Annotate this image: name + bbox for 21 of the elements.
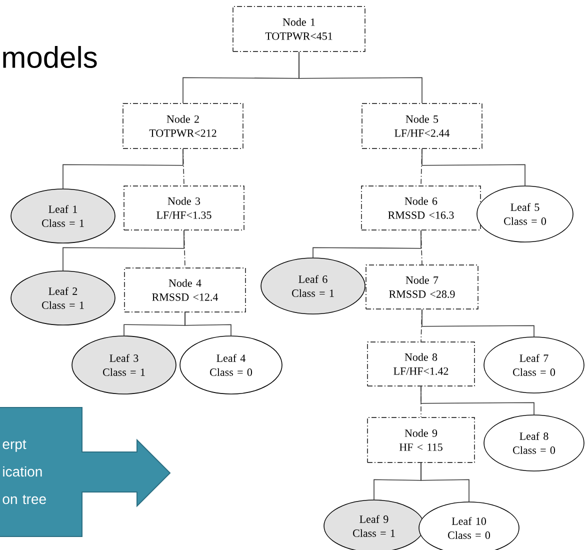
connector-line (420, 386, 534, 415)
decision-box: Node 8 LF/HF<1.42 (367, 342, 475, 386)
connector-line (298, 51, 422, 104)
connector-line (182, 148, 184, 186)
decision-box: Node 4 RMSSD <12.4 (124, 268, 246, 312)
decision-box: Node 9 HF < 115 (367, 417, 475, 463)
connector-line (184, 230, 186, 268)
decision-box: Node 2 TOTPWR<212 (122, 103, 244, 149)
connector-line (420, 230, 422, 266)
connector-line (422, 308, 534, 337)
connector-line (184, 312, 232, 336)
slide-title: models (3, 46, 97, 68)
connector-line (422, 148, 526, 186)
decision-box: Node 7 RMSSD <28.9 (366, 264, 478, 310)
decision-box: Node 1 TOTPWR<451 (232, 6, 366, 52)
decision-box: Node 3 LF/HF<1.35 (124, 186, 244, 230)
connector-line (420, 462, 470, 502)
node-label: Class = 0 (448, 531, 490, 539)
decision-box: Node 6 RMSSD <16.3 (361, 186, 481, 230)
node-label: Leaf 10 (452, 517, 486, 525)
decision-box: Node 5 LF/HF<2.44 (362, 103, 482, 149)
